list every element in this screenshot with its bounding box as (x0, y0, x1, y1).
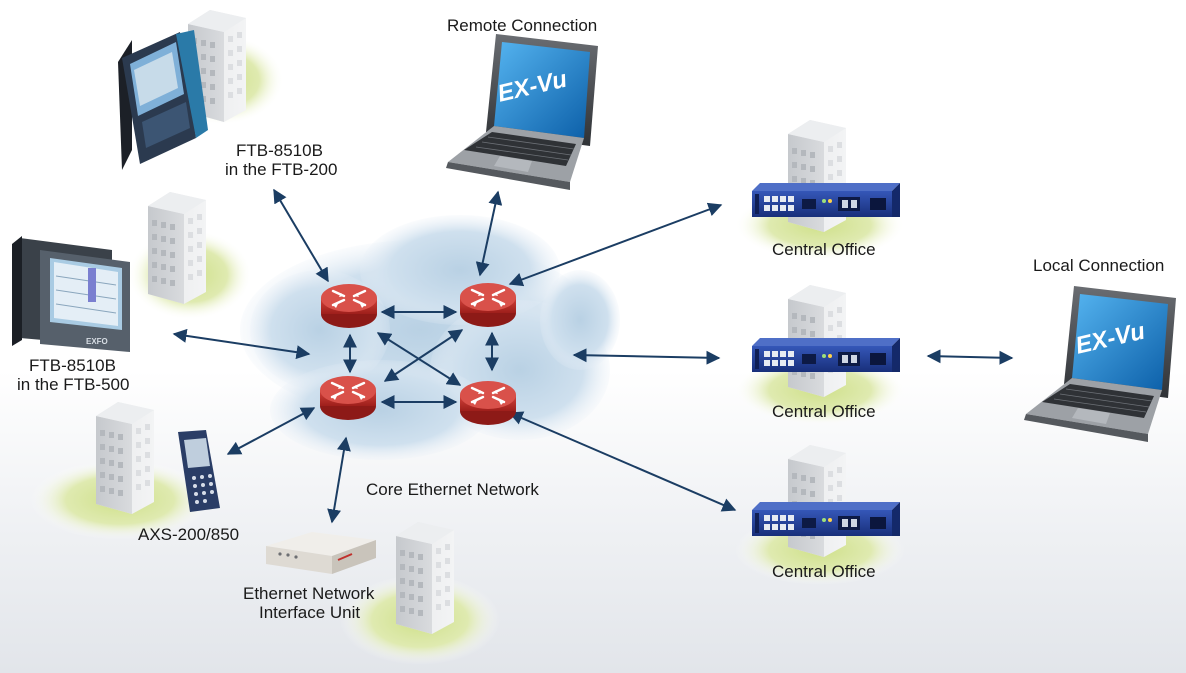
rack-unit-icon-co-2 (752, 338, 900, 372)
eniu-device-icon (266, 532, 376, 574)
arrow-cloud-co2 (572, 348, 721, 365)
building-icon-eniu (396, 522, 454, 634)
arrow-ftb200-router (273, 188, 329, 283)
remote-connection-label: Remote Connection (447, 16, 598, 35)
router-icon-1 (319, 282, 379, 330)
axs-device-icon (178, 430, 220, 512)
arrow-axs-router (226, 407, 316, 455)
ftb200-label-line1: FTB-8510B (236, 141, 323, 160)
eniu-label-line2: Interface Unit (259, 603, 361, 622)
core-network-cloud (240, 215, 620, 460)
arrow-r2-r3 (383, 329, 464, 382)
arrow-router-co1 (508, 202, 723, 287)
central-office-label-3: Central Office (772, 562, 876, 581)
router-icon-3 (318, 374, 378, 422)
core-network-label: Core Ethernet Network (366, 480, 539, 499)
arrow-remote-router (475, 190, 503, 277)
ftb200-device-icon (118, 30, 208, 170)
connection-arrows (172, 188, 1014, 524)
central-office-label-1: Central Office (772, 240, 876, 259)
central-office-label-2: Central Office (772, 402, 876, 421)
router-icon-4 (458, 379, 518, 427)
building-icon-axs (96, 402, 154, 514)
ftb200-label-line2: in the FTB-200 (225, 160, 338, 179)
laptop-icon-local (1023, 285, 1177, 443)
arrow-router-co3 (508, 411, 737, 512)
laptop-icon-remote (445, 33, 599, 191)
building-icon-co-3 (788, 445, 846, 557)
axs-label: AXS-200/850 (138, 525, 240, 544)
ftb500-device-icon: EXFO (12, 236, 130, 352)
arrow-router-eniu (327, 436, 351, 524)
ftb500-label-line2: in the FTB-500 (17, 375, 130, 394)
building-icon-ftb500 (148, 192, 206, 304)
local-connection-label: Local Connection (1033, 256, 1165, 275)
rack-unit-icon-co-1 (752, 183, 900, 217)
eniu-label-line1: Ethernet Network (243, 584, 375, 603)
rack-unit-icon-co-3 (752, 502, 900, 536)
ftb500-brand-text: EXFO (86, 337, 108, 346)
arrow-co2-local (926, 349, 1014, 365)
ftb500-label-line1: FTB-8510B (29, 356, 116, 375)
arrow-ftb500-cloud (172, 328, 311, 360)
router-icon-2 (458, 281, 518, 329)
